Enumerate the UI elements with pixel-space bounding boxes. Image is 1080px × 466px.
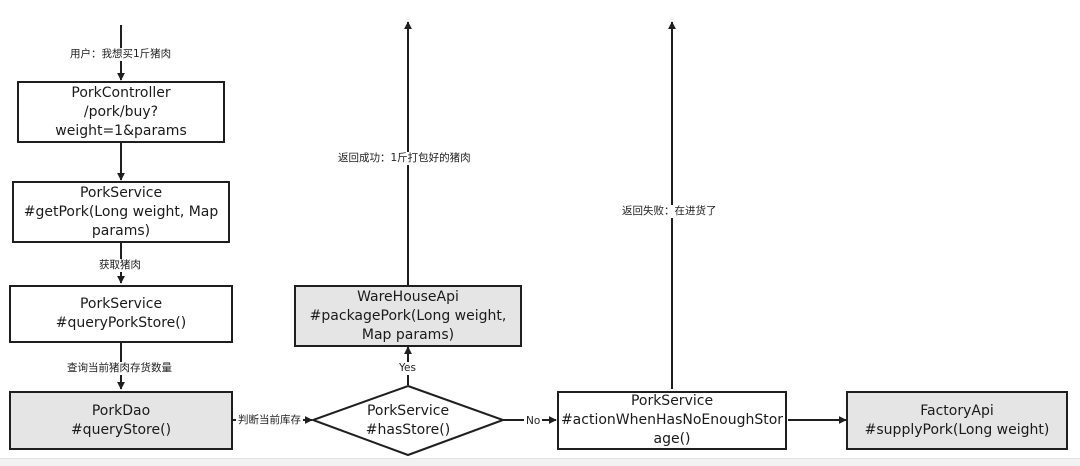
query-pork-store-node: PorkService #queryPorkStore(): [9, 285, 233, 343]
pork-controller-line-2: /pork/buy?weight=1&params: [55, 103, 187, 139]
get-pork-line-2: #getPork(Long weight, Map: [23, 203, 219, 220]
action-not-enough-line-3: age(): [653, 431, 691, 447]
warehouse-api-line-1: WareHouseApi: [357, 288, 459, 305]
edge-label-no: No: [524, 415, 543, 428]
edge-label-get-pork-meat: 获取猪肉: [97, 259, 143, 272]
bottom-scroll-strip: [0, 458, 1080, 466]
pork-controller-node: PorkController /pork/buy?weight=1&params: [17, 81, 225, 143]
edge-label-return-success: 返回成功：1斤打包好的猪肉: [336, 152, 473, 165]
edge-label-user-request: 用户：我想买1斤猪肉: [68, 48, 174, 61]
edge-label-query-stock-count: 查询当前猪肉存货数量: [65, 362, 174, 375]
pork-dao-node: PorkDao #queryStore(): [9, 391, 233, 450]
get-pork-service-node: PorkService #getPork(Long weight, Map pa…: [12, 181, 230, 243]
warehouse-api-line-3: Map params): [361, 326, 455, 343]
has-store-decision-label: PorkService #hasStore(): [308, 402, 508, 440]
get-pork-line-3: params): [91, 222, 151, 239]
decision-diamond-has-store: [310, 384, 506, 457]
warehouse-api-node: WareHouseApi #packagePork(Long weight, M…: [294, 285, 522, 347]
factory-api-line-2: #supplyPork(Long weight): [864, 421, 1050, 438]
pork-dao-line-1: PorkDao: [91, 402, 151, 419]
edge-label-yes: Yes: [397, 362, 418, 375]
action-not-enough-storage-node: PorkService #actionWhenHasNoEnoughStor a…: [557, 391, 787, 450]
query-pork-store-line-2: #queryPorkStore(): [55, 315, 187, 331]
edge-label-judge-stock: 判断当前库存: [236, 414, 303, 427]
query-pork-store-line-1: PorkService: [79, 296, 163, 312]
get-pork-line-1: PorkService: [79, 184, 163, 201]
action-not-enough-line-2: #actionWhenHasNoEnoughStor: [560, 412, 784, 428]
factory-api-node: FactoryApi #supplyPork(Long weight): [846, 391, 1068, 450]
edge-label-return-fail: 返回失败：在进货了: [620, 205, 719, 218]
pork-dao-line-2: #queryStore(): [70, 421, 172, 438]
pork-controller-line-1: PorkController: [71, 84, 171, 101]
action-not-enough-line-1: PorkService: [630, 393, 714, 409]
has-store-line-1: PorkService: [366, 403, 450, 419]
has-store-line-2: #hasStore(): [365, 422, 451, 438]
factory-api-line-1: FactoryApi: [920, 402, 994, 419]
warehouse-api-line-2: #packagePork(Long weight,: [309, 307, 507, 324]
